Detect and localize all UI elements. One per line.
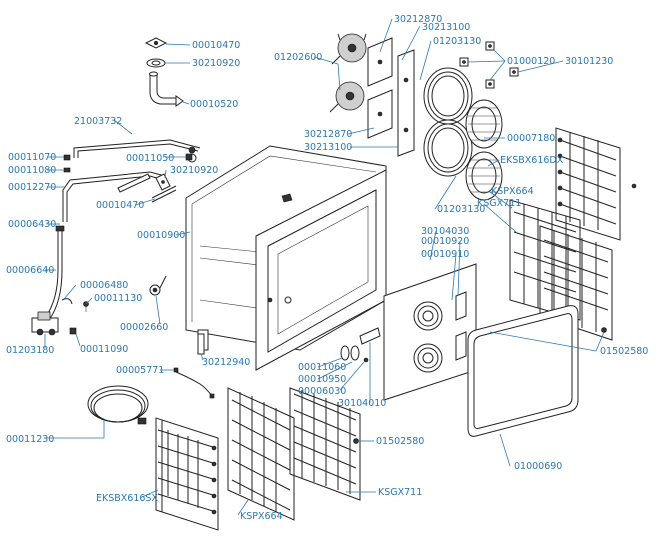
label-30104010: 30104010	[338, 398, 386, 409]
gasket-plate-part	[144, 37, 168, 49]
label-00005771: 00005771	[116, 365, 164, 376]
label-00010920: 00010920	[421, 236, 469, 247]
label-30210920-a: 30210920	[192, 58, 240, 69]
label-00010470-a: 00010470	[192, 40, 240, 51]
heating-element-bottom-part	[423, 119, 473, 177]
label-KSGX711-a: KSGX711	[378, 487, 422, 498]
tray-rack-right-part	[509, 199, 581, 321]
label-00011070: 00011070	[8, 152, 56, 163]
label-EKSBX616DX: EKSBX616DX	[500, 155, 564, 166]
plate-30212940-part	[197, 333, 205, 355]
fitting-00011070-part	[63, 154, 71, 161]
label-00010470-b: 00010470	[96, 200, 144, 211]
solenoid-valve-part	[31, 311, 59, 336]
label-01203180: 01203180	[6, 345, 54, 356]
label-30213100-b: 30213100	[304, 142, 352, 153]
motor-top-part	[331, 33, 367, 65]
label-KSGX711-b: KSGX711	[477, 198, 521, 209]
side-rack-right-part	[555, 127, 637, 241]
label-01203130-b: 01203130	[437, 204, 485, 215]
bracket-30104010-part	[359, 327, 381, 345]
oven-cavity-part	[185, 145, 387, 371]
plate-01000120-part	[459, 41, 519, 89]
label-01502580-a: 01502580	[600, 346, 648, 357]
label-30101230: 30101230	[565, 56, 613, 67]
label-00002660: 00002660	[120, 322, 168, 333]
screw-01502580-b-part	[353, 438, 359, 444]
pipe-00010470-part	[151, 185, 177, 203]
label-30212870-a: 30212870	[394, 14, 442, 25]
label-EKSBX616SX: EKSBX616SX	[96, 493, 158, 504]
label-00006030: 00006030	[298, 386, 346, 397]
bracket-part	[117, 173, 151, 193]
label-01202600: 01202600	[274, 52, 322, 63]
gasket-plate-b-part	[155, 173, 171, 191]
water-tube-part	[62, 171, 166, 222]
label-30104030: 30104030	[421, 226, 469, 237]
side-rack-left-part	[155, 417, 219, 531]
leader-lines	[44, 18, 605, 516]
label-30212940: 30212940	[202, 357, 250, 368]
label-30212870-b: 30212870	[304, 129, 352, 140]
wire-part	[173, 367, 215, 399]
fan-mount-plate-part	[397, 49, 415, 157]
label-21003732: 21003732	[74, 116, 122, 127]
motor-bracket-bottom-part	[367, 89, 393, 139]
screw-00011130-part	[83, 301, 89, 312]
coiled-hose-part	[87, 385, 149, 425]
heating-element-top-part	[423, 67, 473, 125]
sensor-part	[149, 275, 167, 296]
label-KSPX664-a: KSPX664	[240, 511, 283, 522]
label-00007180: 00007180	[507, 133, 555, 144]
grid-rack-left-part	[289, 387, 361, 501]
elbow-pipe-part	[149, 71, 184, 107]
label-00010910: 00010910	[421, 249, 469, 260]
label-01502580-b: 01502580	[376, 436, 424, 447]
screw-00006030-part	[363, 357, 369, 363]
clip-00006480-part	[61, 298, 73, 305]
door-gasket-part	[467, 305, 579, 437]
fan-wheel-top-part	[465, 99, 503, 149]
disc-00011060-part	[340, 345, 360, 361]
label-00006430: 00006430	[8, 219, 56, 230]
fan-wheel-bottom-part	[465, 151, 503, 201]
label-00011080: 00011080	[8, 165, 56, 176]
label-00010900: 00010900	[137, 230, 185, 241]
label-00006640: 00006640	[6, 265, 54, 276]
fitting-00011090-part	[69, 327, 77, 335]
fitting-00011050-part	[185, 153, 197, 163]
label-00010950: 00010950	[298, 374, 346, 385]
label-00011060: 00011060	[298, 362, 346, 373]
label-KSPX664-b: KSPX664	[491, 186, 534, 197]
label-00012270: 00012270	[8, 182, 56, 193]
label-01000120: 01000120	[507, 56, 555, 67]
label-00011090: 00011090	[80, 344, 128, 355]
label-00006480: 00006480	[80, 280, 128, 291]
label-00011230: 00011230	[6, 434, 54, 445]
motor-bottom-part	[329, 81, 365, 113]
label-00010520: 00010520	[190, 99, 238, 110]
tray-rack-left-part	[227, 387, 295, 521]
grid-rack-right-part	[539, 225, 613, 341]
label-30213100-a: 30213100	[422, 22, 470, 33]
label-00011130: 00011130	[94, 293, 142, 304]
fitting-00011080-part	[63, 167, 71, 173]
label-00011050: 00011050	[126, 153, 174, 164]
label-01000690: 01000690	[514, 461, 562, 472]
label-01203130-a: 01203130	[433, 36, 481, 47]
gasket-washer-part	[146, 58, 166, 68]
label-30210920-b: 30210920	[170, 165, 218, 176]
motor-bracket-top-part	[367, 37, 393, 87]
fan-panel-part	[383, 263, 477, 401]
steam-tube-part	[73, 139, 201, 158]
